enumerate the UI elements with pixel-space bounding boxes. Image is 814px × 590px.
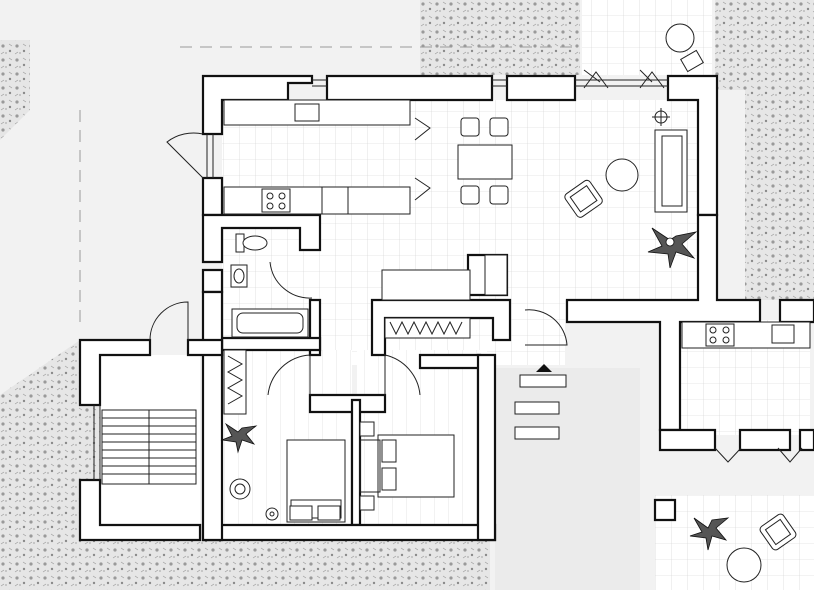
plant-icon [689,517,730,551]
armchair-icon [564,179,603,218]
stove-icon [261,188,291,213]
fridge [321,186,349,215]
dining-area [457,117,513,205]
storage-cabinet [484,254,508,296]
coffee-table-icon [605,158,639,192]
window-marker [639,71,665,89]
bathroom-door [269,261,313,299]
bathroom [230,233,313,338]
kitchen-counter-bottom [223,186,411,215]
chair-icon [460,117,480,137]
terrace-table-icon [726,547,762,583]
door-opening-marker [583,69,653,83]
bedroom-door [267,354,311,396]
entrance-steps [514,374,567,440]
lounge-chair-icon [759,513,797,551]
nightstand [359,421,375,437]
chair-icon [489,185,509,205]
stair-door [149,301,189,341]
toilet-icon [235,233,268,253]
washbasin-icon [230,264,248,288]
annex-kitchen [681,321,811,463]
chair-icon [460,185,480,205]
stove-icon [705,323,735,347]
bedroom-1 [220,349,346,523]
door-opening-marker [414,177,431,201]
bathtub-icon [231,308,309,338]
terrace-table-icon [665,23,704,73]
double-bed-icon [359,434,455,498]
window-marker [583,71,609,89]
door-opening-marker [714,447,742,463]
bedroom-2 [359,421,455,511]
plant-icon [220,422,258,454]
entrance-door [524,309,568,346]
dining-table-icon [457,144,513,180]
sink-icon [771,324,795,344]
wardrobe [223,349,247,415]
chair-icon [489,117,509,137]
door-opening-marker [777,447,803,463]
bed-icon [286,439,346,523]
desk-lamp-icon [265,507,279,521]
floor-lamp-icon [652,108,670,126]
stairs-icon [101,409,197,485]
terrace [689,513,797,583]
bedroom-door [384,354,421,396]
wardrobe [384,317,471,339]
entrance-path [495,368,640,590]
nightstand [359,495,375,511]
sink-icon [294,103,320,122]
door-opening-marker [414,117,431,141]
walls [78,74,814,542]
chair-icon [229,478,251,500]
kitchen [166,99,431,215]
plant-icon [647,227,698,269]
entrance-arrow-icon [536,364,552,372]
living-room [564,69,698,269]
kitchen-door [166,132,204,179]
storage-cabinet [381,269,471,301]
